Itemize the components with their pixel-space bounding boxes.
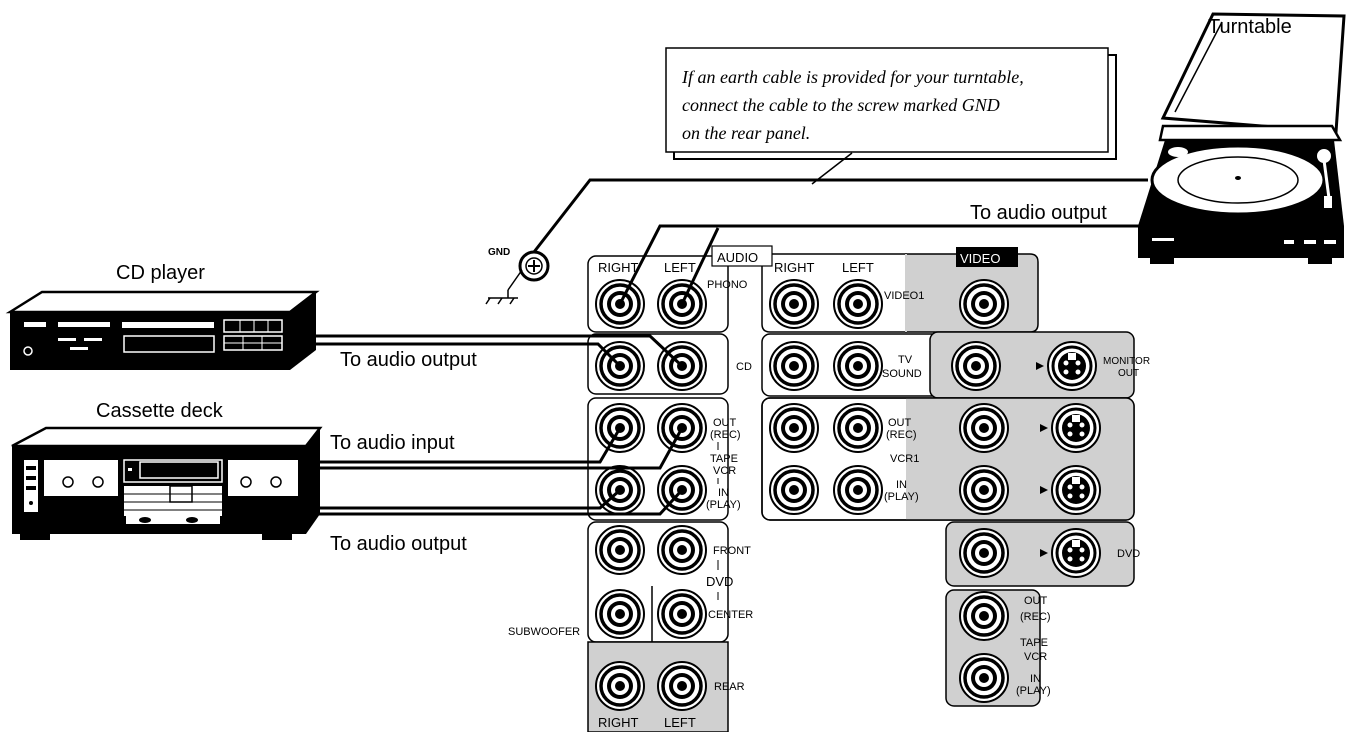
turntable-output-label: To audio output <box>970 202 1107 224</box>
tape-video-in-label: IN <box>1030 673 1041 685</box>
turntable-label: Turntable <box>1208 16 1292 38</box>
turntable-cable-right <box>618 224 1140 305</box>
dvd-video-label: DVD <box>1117 548 1140 560</box>
video-header: VIDEO <box>960 251 1000 266</box>
gnd-label: GND <box>488 247 510 258</box>
tape-rec-label: (REC) <box>710 429 741 441</box>
vcr1-play-label: (PLAY) <box>884 491 919 503</box>
rear-label: REAR <box>714 681 745 693</box>
tape-video-vcr-label: VCR <box>1024 651 1047 663</box>
monitor-out-video-jack <box>950 340 1002 392</box>
cables <box>290 178 1148 516</box>
center-label: CENTER <box>708 609 753 621</box>
tape-in-label: IN <box>718 487 729 499</box>
tape-video-rec-label: (REC) <box>1020 611 1051 623</box>
turntable-illustration <box>1138 12 1346 264</box>
video1-left-jack <box>832 278 884 330</box>
vcr1-out-right-jack <box>768 402 820 454</box>
cassette-deck-label: Cassette deck <box>96 400 224 422</box>
tape-out-video-jack <box>958 590 1010 642</box>
earth-cable <box>532 178 1148 253</box>
rear-left-jack <box>656 660 708 712</box>
tape-play-label: (PLAY) <box>706 499 741 511</box>
cd-player-illustration <box>5 290 320 370</box>
phono-left-label: LEFT <box>664 260 696 275</box>
rear-left-label: LEFT <box>664 715 696 730</box>
tape-out-label: OUT <box>713 417 737 429</box>
note-line-2: connect the cable to the screw marked GN… <box>682 95 1000 115</box>
tape-video-out-label: OUT <box>1024 595 1048 607</box>
phono-label: PHONO <box>707 279 748 291</box>
vcr-label: VCR <box>713 465 736 477</box>
front-label: FRONT <box>713 545 751 557</box>
dvd-svideo-jack <box>1050 527 1102 579</box>
vcr1-in-svideo-jack <box>1050 464 1102 516</box>
vcr1-out-left-jack <box>832 402 884 454</box>
dvd-video-jack <box>958 527 1010 579</box>
monitor-out-label: OUT <box>1118 368 1139 379</box>
tape-output-label: To audio output <box>330 533 467 555</box>
phono-right-label: RIGHT <box>598 260 639 275</box>
note-line-3: on the rear panel. <box>682 123 810 143</box>
tape-out-cable-left <box>306 488 684 516</box>
tv-sound-left-jack <box>832 340 884 392</box>
dvd-audio-label: DVD <box>706 574 733 589</box>
cd-output-label: To audio output <box>340 349 477 371</box>
rear-right-label: RIGHT <box>598 715 639 730</box>
subwoofer-label: SUBWOOFER <box>508 626 580 638</box>
cd-cable-left <box>290 334 684 368</box>
vcr1-in-video-jack <box>958 464 1010 516</box>
dvd-front-right-jack <box>594 524 646 576</box>
cassette-deck-illustration <box>11 426 323 540</box>
video1-left-label: LEFT <box>842 260 874 275</box>
monitor-out-svideo-jack <box>1046 340 1098 392</box>
center-jack <box>656 588 708 640</box>
monitor-label: MONITOR <box>1103 356 1150 367</box>
video1-right-label: RIGHT <box>774 260 815 275</box>
dvd-front-left-jack <box>656 524 708 576</box>
sound-label: SOUND <box>882 368 922 380</box>
tape-label: TAPE <box>710 453 738 465</box>
tape-video-tape-label: TAPE <box>1020 637 1048 649</box>
note-line-1: If an earth cable is provided for your t… <box>681 67 1024 87</box>
vcr1-in-label: IN <box>896 479 907 491</box>
video1-right-jack <box>768 278 820 330</box>
earth-cable-note: If an earth cable is provided for your t… <box>665 47 1117 160</box>
vcr1-label: VCR1 <box>890 453 919 465</box>
tape-in-cable-left <box>306 427 684 470</box>
vcr1-in-left-jack <box>832 464 884 516</box>
audio-header: AUDIO <box>717 250 758 265</box>
video1-label: VIDEO1 <box>884 290 924 302</box>
vcr1-rec-label: (REC) <box>886 429 917 441</box>
cd-label: CD <box>736 361 752 373</box>
subwoofer-jack <box>594 588 646 640</box>
turntable-cable-left <box>680 227 720 305</box>
tv-sound-right-jack <box>768 340 820 392</box>
vcr1-in-right-jack <box>768 464 820 516</box>
gnd-screw <box>485 250 550 305</box>
rear-right-jack <box>594 660 646 712</box>
tape-in-cable-right <box>306 427 622 464</box>
tape-video-play-label: (PLAY) <box>1016 685 1051 697</box>
vcr1-out-label: OUT <box>888 417 912 429</box>
tape-input-label: To audio input <box>330 432 455 454</box>
video1-video-jack <box>958 278 1010 330</box>
cd-player-label: CD player <box>116 262 205 284</box>
vcr1-out-svideo-jack <box>1050 402 1102 454</box>
tape-in-video-jack <box>958 652 1010 704</box>
tv-label: TV <box>898 354 913 366</box>
cd-cable-right <box>290 342 622 368</box>
tape-out-cable-right <box>306 488 622 510</box>
vcr1-out-video-jack <box>958 402 1010 454</box>
